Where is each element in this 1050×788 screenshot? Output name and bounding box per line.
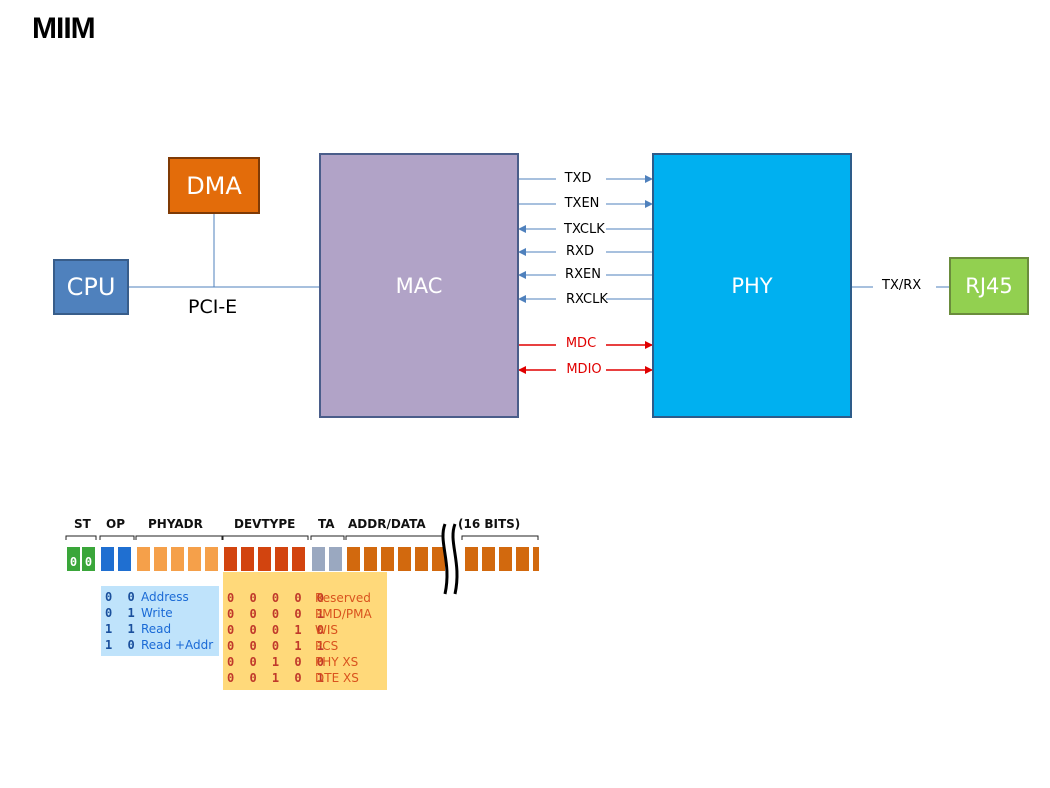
op-label: Read	[141, 622, 172, 636]
op-code: 1 1	[105, 622, 139, 636]
devtype-label: PHY XS	[315, 655, 359, 669]
devtype-bit	[240, 546, 255, 572]
devtype-code: 0 0 0 1 1	[227, 639, 329, 653]
signal-label-mdio: MDIO	[566, 362, 602, 377]
data-bit	[380, 546, 395, 572]
phyadr-bit	[153, 546, 168, 572]
phyadr-bit	[187, 546, 202, 572]
devtype-bit	[223, 546, 238, 572]
signal-label-rxclk: RXCLK	[566, 292, 608, 307]
devtype-bit	[257, 546, 272, 572]
devtype-label: Reserved	[315, 591, 371, 605]
connection-diagram	[129, 175, 949, 374]
header-bits: (16 BITS)	[458, 517, 521, 531]
st-bit: 0	[66, 546, 81, 572]
signal-label-txen: TXEN	[564, 196, 600, 211]
devtype-label: PCS	[315, 639, 339, 653]
phy-block: PHY	[652, 153, 852, 418]
data-bit	[498, 546, 513, 572]
op-code: 0 1	[105, 606, 139, 620]
op-bit	[100, 546, 115, 572]
devtype-code: 0 0 1 0 1	[227, 671, 329, 685]
data-bit	[346, 546, 361, 572]
devtype-label: DTE XS	[315, 671, 359, 685]
data-bit	[363, 546, 378, 572]
devtype-label: PMD/PMA	[315, 607, 372, 621]
tx-rx-label: TX/RX	[882, 278, 922, 293]
data-bit	[532, 546, 540, 572]
phyadr-bit	[204, 546, 219, 572]
mac-block: MAC	[319, 153, 519, 418]
op-label: Read +Addr	[141, 638, 214, 652]
ta-bit	[328, 546, 343, 572]
signal-label-txd: TXD	[564, 171, 592, 186]
devtype-bit	[291, 546, 306, 572]
signal-label-rxd: RXD	[566, 244, 594, 259]
devtype-bit	[274, 546, 289, 572]
phyadr-bit	[170, 546, 185, 572]
op-label: Address	[141, 590, 189, 604]
devtype-code: 0 0 0 1 0	[227, 623, 329, 637]
devtype-code: 0 0 0 0 1	[227, 607, 329, 621]
data-bit	[414, 546, 429, 572]
st-bit: 0	[81, 546, 96, 572]
devtype-code: 0 0 1 0 0	[227, 655, 329, 669]
mdio-frame-diagram: ST OP PHYADR DEVTYPE TA ADDR/DATA (16 BI…	[62, 512, 542, 697]
cpu-block: CPU	[53, 259, 129, 315]
phyadr-bit	[136, 546, 151, 572]
field-brackets	[65, 535, 539, 540]
data-bit	[481, 546, 496, 572]
header-addr-data: ADDR/DATA	[348, 517, 426, 531]
header-st: ST	[74, 517, 91, 531]
data-bit	[464, 546, 479, 572]
signal-label-mdc: MDC	[565, 336, 597, 351]
op-code: 0 0	[105, 590, 139, 604]
devtype-code: 0 0 0 0 0	[227, 591, 329, 605]
header-devtype: DEVTYPE	[234, 517, 296, 531]
signal-label-txclk: TXCLK	[564, 222, 605, 237]
signal-label-rxen: RXEN	[565, 267, 601, 282]
op-code: 1 0	[105, 638, 139, 652]
page-title: MIIM	[32, 12, 96, 45]
op-bit	[117, 546, 132, 572]
bus-label: PCI-E	[188, 296, 238, 318]
ta-bit	[311, 546, 326, 572]
header-op: OP	[106, 517, 125, 531]
devtype-label: WIS	[315, 623, 339, 637]
data-bit	[515, 546, 530, 572]
header-phyadr: PHYADR	[148, 517, 203, 531]
rj45-block: RJ45	[949, 257, 1029, 315]
data-bit	[397, 546, 412, 572]
frame-break-icon	[441, 523, 459, 595]
op-label: Write	[141, 606, 173, 620]
header-ta: TA	[318, 517, 335, 531]
dma-block: DMA	[168, 157, 260, 214]
